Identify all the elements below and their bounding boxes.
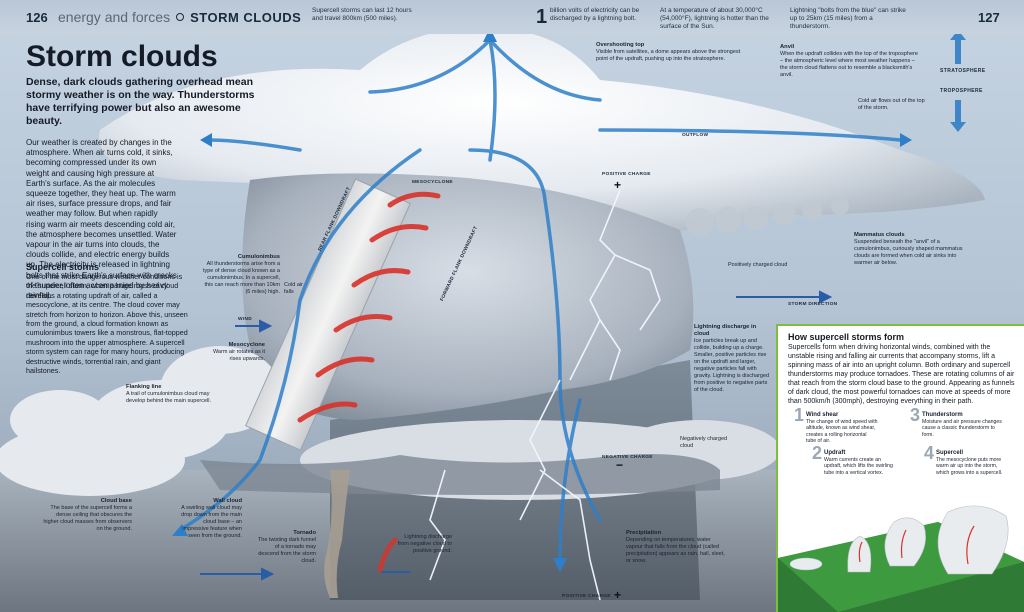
section-title: energy and forces STORM CLOUDS: [58, 9, 301, 25]
section-topic: energy and forces: [58, 9, 171, 25]
label-cold-air-flows: Cold air flows out of the top of the sto…: [858, 98, 925, 111]
label-positively-charged: Positively charged cloud: [728, 262, 788, 268]
label-lightning-ground: Lightning discharge from negative cloud …: [397, 534, 452, 554]
page-title: Storm clouds: [26, 40, 218, 73]
page-number-left: 126: [26, 10, 48, 25]
label-outflow: OUTFLOW: [682, 133, 709, 138]
label-stratosphere: STRATOSPHERE: [940, 68, 986, 74]
label-cold-air-falls: Cold air falls: [284, 282, 303, 295]
fact-temperature: At a temperature of about 30,000°C (54,0…: [660, 7, 769, 30]
label-wind: WIND: [238, 317, 252, 322]
body-text: Our weather is created by changes in the…: [26, 138, 177, 301]
minus-icon: −: [616, 458, 624, 472]
label-positive-charge: POSITIVE CHARGE: [602, 172, 651, 177]
fact-duration: Supercell storms can last 12 hours and t…: [312, 7, 412, 22]
supercell-formation-panel: How supercell storms form Supercells for…: [776, 324, 1024, 612]
label-mesocyclone-tag: MESOCYCLONE: [412, 180, 453, 185]
supercell-heading: Supercell storms: [26, 262, 100, 272]
label-negatively-charged: Negatively charged cloud: [680, 436, 728, 449]
panel-text: Supercells form when driving horizontal …: [788, 344, 1015, 405]
plus-icon: +: [614, 588, 622, 602]
intro-text: Dense, dark clouds gathering overhead me…: [26, 76, 255, 127]
label-positive-charge-ground: POSITIVE CHARGE: [562, 594, 611, 599]
page-number-right: 127: [978, 10, 1000, 25]
label-storm-direction: STORM DIRECTION: [788, 302, 838, 307]
page-header: [0, 0, 1024, 34]
formation-diagram: [778, 505, 1024, 612]
section-name: STORM CLOUDS: [190, 10, 302, 25]
fact-volts-number: 1: [536, 6, 548, 28]
label-negative-charge: NEGATIVE CHARGE: [602, 455, 653, 460]
fact-bolts-from-blue: Lightning "bolts from the blue" can stri…: [790, 7, 906, 30]
bullet-icon: [176, 13, 185, 21]
fact-volts: billion volts of electricity can be disc…: [550, 7, 640, 22]
plus-icon: +: [614, 178, 622, 192]
label-troposphere: TROPOSPHERE: [940, 88, 983, 94]
panel-title: How supercell storms form: [788, 332, 905, 342]
supercell-text: One of the most dangerous weather condit…: [26, 272, 188, 376]
